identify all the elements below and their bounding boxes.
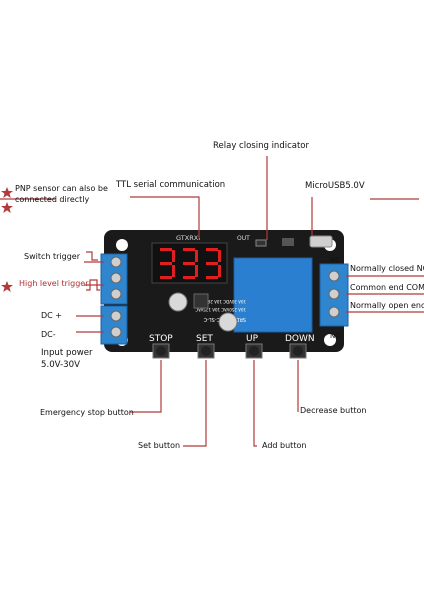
micro-usb-port bbox=[309, 235, 333, 248]
nc-label: NC bbox=[330, 256, 340, 264]
relay-rating-1: 10A 250VAC 10A 125VAC bbox=[195, 307, 246, 312]
relay-rating-2: 10A 30VDC 10A 28VDC bbox=[199, 299, 246, 304]
push-buttons bbox=[152, 343, 307, 359]
normally-closed-label: Normally closed NC bbox=[350, 264, 424, 273]
no-label: NO bbox=[330, 332, 341, 340]
common-end-label: Common end COM bbox=[350, 283, 424, 292]
emergency-stop-label: Emergency stop button bbox=[40, 408, 134, 417]
set-button-label: Set button bbox=[138, 441, 181, 450]
mount-hole bbox=[116, 239, 128, 251]
out-label: OUT bbox=[237, 235, 250, 242]
input-voltage-label: 5.0V-30V bbox=[41, 360, 80, 370]
star-markers bbox=[1, 187, 13, 292]
high-level-trigger-label: High level trigger bbox=[19, 279, 89, 288]
leader-lines bbox=[0, 156, 424, 447]
normally-open-label: Normally open end NO bbox=[350, 301, 424, 310]
set-silk: SET bbox=[196, 334, 213, 344]
trigger-symbols bbox=[86, 251, 100, 291]
input-power-label: Input power bbox=[41, 348, 93, 358]
switch-trigger-label: Switch trigger bbox=[24, 252, 81, 261]
down-silk: DOWN bbox=[285, 334, 315, 344]
micro-usb-label: MicroUSB5.0V bbox=[305, 181, 365, 191]
mount-hole bbox=[324, 334, 336, 346]
capacitor bbox=[168, 292, 188, 312]
dc-plus-label: DC + bbox=[41, 311, 62, 320]
inductor bbox=[193, 293, 209, 309]
decrease-button-label: Decrease button bbox=[300, 406, 367, 415]
display-digits bbox=[160, 248, 221, 279]
relay bbox=[233, 257, 313, 333]
relay-led bbox=[255, 239, 267, 247]
component-q2 bbox=[282, 238, 294, 246]
header-label: GTXRXI bbox=[176, 234, 200, 242]
ttl-serial-label: TTL serial communication bbox=[116, 180, 226, 190]
pnp-line2-label: connected directly bbox=[15, 195, 90, 204]
up-silk: UP bbox=[246, 334, 259, 344]
capacitor bbox=[218, 312, 238, 332]
add-button-label: Add button bbox=[262, 441, 307, 450]
pnp-line1-label: PNP sensor can also be bbox=[15, 184, 108, 193]
dc-minus-label: DC- bbox=[41, 330, 56, 339]
stop-silk: STOP bbox=[149, 334, 173, 344]
relay-indicator-label: Relay closing indicator bbox=[213, 141, 309, 151]
